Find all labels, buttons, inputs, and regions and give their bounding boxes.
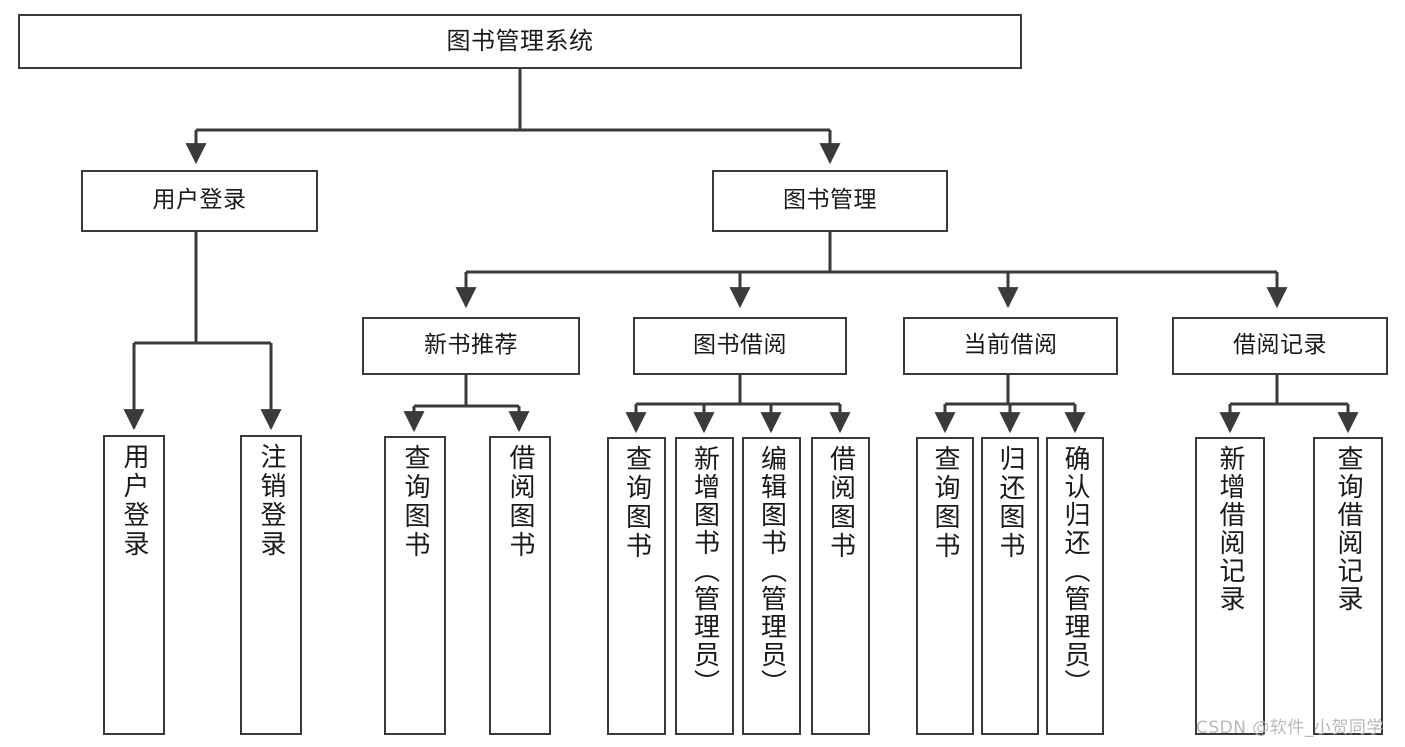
leaf-bb-edit-book[interactable]: 编辑图书（管理员） [742,437,801,735]
leaf-logout[interactable]: 注销登录 [240,435,302,735]
leaf-nb-borrow-book[interactable]: 借阅图书 [489,436,551,735]
node-borrow-record-label: 借阅记录 [1233,332,1327,359]
node-borrow-record[interactable]: 借阅记录 [1172,317,1388,375]
node-book-manage-label: 图书管理 [783,187,877,214]
leaf-cb-query-book[interactable]: 查询图书 [916,437,974,735]
node-new-book-recommend-label: 新书推荐 [424,332,518,359]
leaf-bb-query-book-label: 查询图书 [621,445,652,561]
leaf-cb-query-book-label: 查询图书 [930,445,960,561]
leaf-bb-add-book[interactable]: 新增图书（管理员） [675,437,734,735]
node-book-manage[interactable]: 图书管理 [712,170,948,232]
node-book-borrow[interactable]: 图书借阅 [633,317,847,375]
node-root[interactable]: 图书管理系统 [18,14,1022,69]
leaf-cb-return-book-label: 归还图书 [995,445,1025,561]
leaf-cb-confirm-return[interactable]: 确认归还（管理员） [1046,437,1104,735]
node-user-login-label: 用户登录 [152,187,247,214]
leaf-br-add-record[interactable]: 新增借阅记录 [1195,437,1265,735]
node-current-borrow-label: 当前借阅 [963,332,1058,359]
node-book-borrow-label: 图书借阅 [693,332,787,359]
leaf-bb-query-book[interactable]: 查询图书 [607,437,666,735]
leaf-bb-add-book-label: 新增图书（管理员） [689,445,720,697]
leaf-bb-borrow-book-label: 借阅图书 [825,445,856,561]
leaf-cb-return-book[interactable]: 归还图书 [981,437,1039,735]
leaf-bb-edit-book-label: 编辑图书（管理员） [756,445,787,697]
leaf-br-query-record-label: 查询借阅记录 [1333,445,1363,613]
leaf-br-add-record-label: 新增借阅记录 [1215,445,1245,613]
leaf-user-login-label: 用户登录 [119,443,149,559]
csdn-watermark: CSDN @软件_小贺同学 [1196,718,1384,738]
leaf-bb-borrow-book[interactable]: 借阅图书 [811,437,870,735]
node-user-login[interactable]: 用户登录 [81,170,318,232]
leaf-cb-confirm-return-label: 确认归还（管理员） [1060,445,1090,697]
leaf-nb-query-book-label: 查询图书 [400,444,430,560]
leaf-logout-label: 注销登录 [256,443,286,559]
node-root-label: 图书管理系统 [446,27,594,56]
leaf-user-login[interactable]: 用户登录 [103,435,165,735]
node-current-borrow[interactable]: 当前借阅 [903,317,1118,375]
leaf-nb-borrow-book-label: 借阅图书 [505,444,535,560]
node-new-book-recommend[interactable]: 新书推荐 [362,317,580,375]
leaf-br-query-record[interactable]: 查询借阅记录 [1313,437,1383,735]
leaf-nb-query-book[interactable]: 查询图书 [384,436,446,735]
